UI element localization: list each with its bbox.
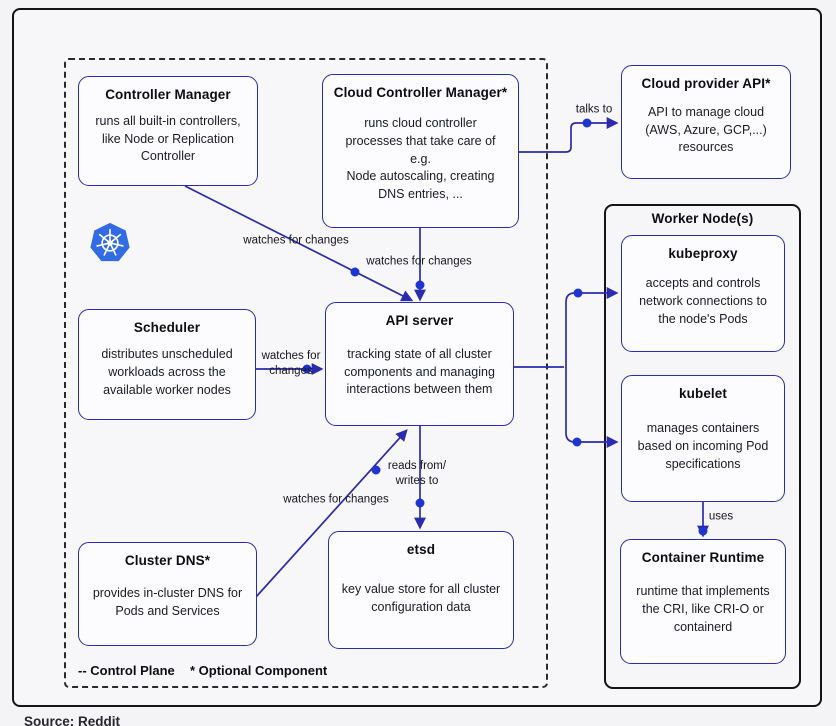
- label-reads-writes: reads from/ writes to: [387, 460, 447, 487]
- kubelet-title: kubelet: [679, 386, 727, 401]
- controller-manager-title: Controller Manager: [105, 87, 231, 102]
- kubernetes-logo-icon: [90, 222, 130, 262]
- cloud-provider-api-body: API to manage cloud (AWS, Azure, GCP,...…: [645, 104, 767, 155]
- label-watches-cluster-dns: watches for changes: [283, 493, 389, 506]
- api-server-body: tracking state of all cluster components…: [344, 346, 495, 397]
- legend-optional-component: * Optional Component: [190, 663, 328, 678]
- label-talks-to: talks to: [575, 103, 613, 116]
- box-cloud-provider-api: Cloud provider API* API to manage cloud …: [621, 65, 791, 179]
- cluster-dns-body: provides in-cluster DNS for Pods and Ser…: [92, 585, 243, 618]
- controller-manager-body: runs all built-in controllers, like Node…: [95, 113, 241, 164]
- label-watches-cloud-controller-manager: watches for changes: [366, 255, 472, 268]
- etsd-body: key value store for all cluster configur…: [341, 581, 501, 614]
- box-kubelet: kubelet manages containers based on inco…: [621, 375, 785, 502]
- label-watches-scheduler: watches for changes: [261, 350, 321, 377]
- cluster-dns-title: Cluster DNS*: [124, 553, 211, 568]
- box-controller-manager: Controller Manager runs all built-in con…: [78, 76, 258, 186]
- label-uses: uses: [708, 510, 734, 523]
- container-runtime-title: Container Runtime: [641, 550, 765, 565]
- box-etsd: etsd key value store for all cluster con…: [328, 531, 514, 649]
- box-api-server: API server tracking state of all cluster…: [325, 302, 514, 426]
- legend-control-plane: -- Control Plane: [78, 663, 175, 678]
- kubeproxy-body: accepts and controls network connections…: [639, 276, 767, 326]
- cloud-controller-manager-body: runs cloud controller processes that tak…: [345, 116, 496, 202]
- control-plane-boundary: [64, 58, 548, 688]
- worker-node-title: Worker Node(s): [651, 211, 754, 226]
- api-server-title: API server: [385, 313, 454, 328]
- box-kubeproxy: kubeproxy accepts and controls network c…: [621, 235, 785, 352]
- box-scheduler: Scheduler distributes unscheduled worklo…: [78, 309, 256, 420]
- kubeproxy-title: kubeproxy: [668, 246, 738, 261]
- cloud-provider-api-title: Cloud provider API*: [641, 76, 771, 91]
- kubelet-body: manages containers based on incoming Pod…: [637, 421, 769, 471]
- label-watches-controller-manager: watches for changes: [243, 234, 349, 247]
- etsd-title: etsd: [406, 542, 436, 557]
- box-cluster-dns: Cluster DNS* provides in-cluster DNS for…: [78, 542, 257, 646]
- box-container-runtime: Container Runtime runtime that implement…: [620, 539, 786, 664]
- source-caption: Source: Reddit: [24, 714, 121, 726]
- container-runtime-body: runtime that implements the CRI, like CR…: [636, 584, 770, 634]
- scheduler-body: distributes unscheduled workloads across…: [101, 347, 233, 397]
- box-cloud-controller-manager: Cloud Controller Manager* runs cloud con…: [322, 74, 519, 228]
- cloud-controller-manager-title: Cloud Controller Manager*: [333, 85, 508, 100]
- scheduler-title: Scheduler: [133, 320, 201, 335]
